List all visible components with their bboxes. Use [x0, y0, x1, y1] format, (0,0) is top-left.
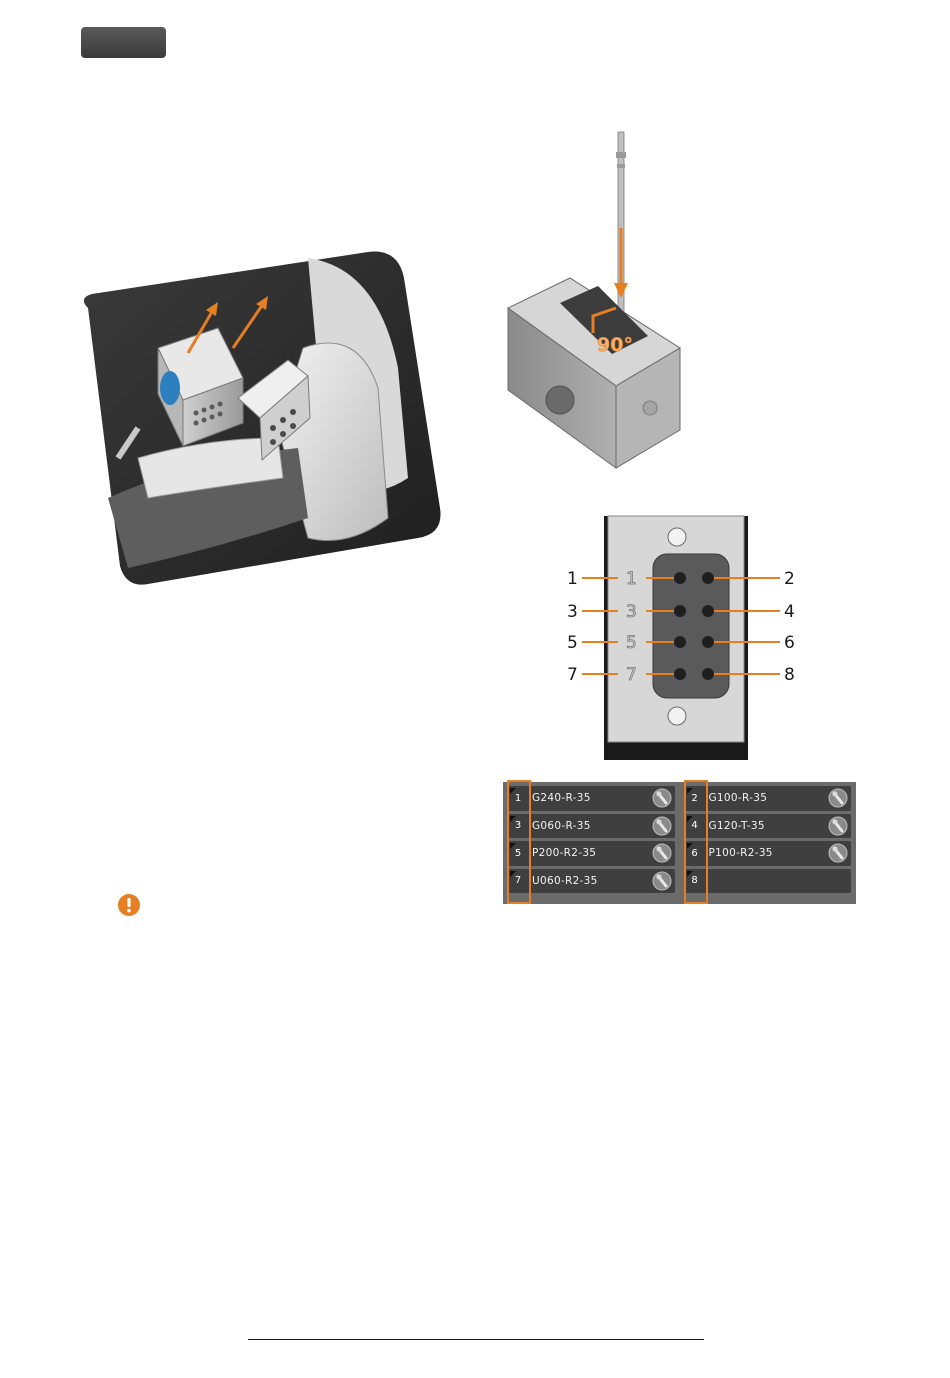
cartridge-removal-illustration: [78, 248, 442, 588]
tool-name: G120-T-35: [705, 820, 828, 832]
pin-label-left: 1: [567, 569, 578, 589]
tool-name: P200-R2-35: [528, 847, 651, 859]
chapter-tab-badge: [81, 27, 166, 58]
column-highlight-left: [507, 780, 531, 904]
pin-label-left: 7: [567, 665, 578, 685]
pin-insertion-illustration: 90°: [500, 128, 700, 470]
pinout-diagram: 1 3 5 7 1 3 5 7 2 4 6 8: [550, 512, 820, 762]
tool-name: U060-R2-35: [528, 875, 651, 887]
tool-icon[interactable]: [827, 815, 849, 837]
pin-label-right: 4: [784, 602, 795, 622]
warning-icon: [117, 893, 141, 917]
tool-icon[interactable]: [651, 842, 673, 864]
tool-name: G060-R-35: [528, 820, 651, 832]
socket-number: 7: [626, 665, 637, 685]
tool-icon[interactable]: [827, 842, 849, 864]
socket-number: 5: [626, 633, 637, 653]
tool-slot-8[interactable]: 8: [685, 869, 852, 894]
pin-label-right: 8: [784, 665, 795, 685]
tool-name: P100-R2-35: [705, 847, 828, 859]
socket-number: 3: [626, 602, 637, 622]
tool-name: G240-R-35: [528, 792, 651, 804]
tool-icon[interactable]: [827, 787, 849, 809]
pin-label-right: 6: [784, 633, 795, 653]
footer-rule: [248, 1339, 704, 1340]
socket-number: 1: [626, 569, 637, 589]
tool-icon[interactable]: [651, 787, 673, 809]
tool-icon[interactable]: [651, 815, 673, 837]
pin-label-left: 3: [567, 602, 578, 622]
pin-label-right: 2: [784, 569, 795, 589]
tool-name: G100-R-35: [705, 792, 828, 804]
column-highlight-right: [684, 780, 708, 904]
angle-label: 90°: [597, 334, 633, 356]
tool-icon[interactable]: [651, 870, 673, 892]
pin-label-left: 5: [567, 633, 578, 653]
